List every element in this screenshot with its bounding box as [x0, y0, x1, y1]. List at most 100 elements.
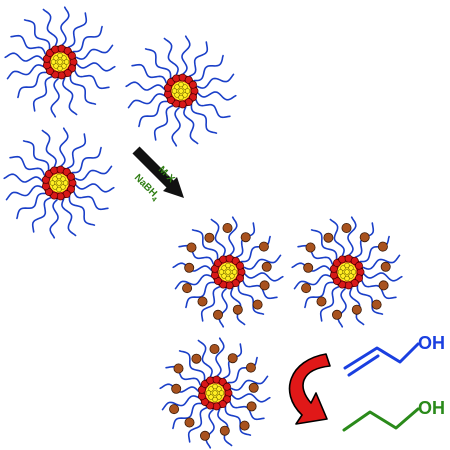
metal-nanoparticle [197, 296, 208, 307]
core-particle [225, 262, 231, 269]
shell-headgroup [50, 166, 59, 175]
metal-nanoparticle [245, 362, 256, 373]
propanol-skeleton [342, 407, 420, 432]
surfactant-tail [200, 286, 221, 322]
micelle-loaded-1 [172, 216, 284, 328]
core-particle [348, 265, 354, 271]
core-particle [231, 269, 238, 275]
metal-nanoparticle [258, 241, 269, 252]
core-particle [53, 55, 59, 61]
shell-headgroup [51, 45, 60, 54]
surfactant-tail [72, 25, 103, 53]
surfactant-tail [161, 395, 200, 411]
metal-nanoparticle [261, 261, 272, 272]
surfactant-tail [329, 218, 345, 257]
surfactant-tail [174, 274, 213, 290]
core-particle [60, 184, 66, 190]
surfactant-tail [22, 140, 50, 171]
micelle-loaded-3 [159, 337, 271, 449]
metal-nanoparticle [204, 232, 215, 243]
core-particle [61, 63, 67, 69]
surfactant-tail [16, 192, 47, 220]
allyl-skeleton [343, 342, 420, 370]
core-particle [218, 390, 225, 396]
surfactant-tail [187, 407, 208, 443]
surfactant-tail [74, 165, 113, 181]
surfactant-tail [68, 195, 96, 226]
metal-nanoparticle [359, 232, 370, 243]
core-particle [208, 386, 214, 392]
reaction-arrow: M-X NaBH4 [132, 146, 184, 204]
metal-nanoparticle [199, 430, 210, 441]
surfactant-tail [127, 93, 166, 109]
surfactant-tail [197, 339, 213, 378]
core-particle [350, 269, 357, 275]
shell-headgroup [68, 51, 76, 60]
propanol-oh-label: OH [418, 398, 445, 418]
surfactant-tail [197, 91, 237, 101]
core-particle [221, 265, 227, 271]
plain-micelles-group [3, 6, 237, 239]
curved-arrow [288, 353, 331, 425]
core-particle [340, 265, 346, 271]
core-particle [182, 92, 188, 98]
micelle-plain-2 [125, 35, 237, 147]
shell-headgroup [212, 402, 221, 411]
surfactant-tail [363, 272, 403, 282]
metal-nanoparticle [212, 309, 223, 320]
core-particle [208, 394, 214, 400]
core-particle [205, 390, 212, 396]
surfactant-tail [69, 74, 97, 105]
surfactant-tail [181, 35, 191, 75]
core-particle [212, 383, 218, 390]
metal-nanoparticle [219, 425, 230, 436]
core-particle [212, 390, 218, 396]
metal-nanoparticle [184, 262, 195, 273]
core-particle [184, 88, 191, 94]
core-particle [216, 394, 222, 400]
core-particle [56, 180, 62, 186]
surfactant-tail [9, 155, 45, 176]
metal-nanoparticle [252, 299, 263, 310]
core-particle [344, 262, 350, 269]
surfactant-tail [131, 63, 167, 84]
shell-headgroup [223, 382, 231, 391]
shell-headgroup [225, 281, 234, 290]
metal-nanoparticle [239, 420, 250, 431]
core-particle [344, 269, 350, 275]
metal-nanoparticle [378, 280, 389, 291]
surfactant-tail [74, 69, 110, 90]
surfactant-tail [224, 405, 252, 436]
surfactant-tail [337, 288, 347, 328]
surfactant-tail [293, 274, 332, 290]
metal-nanoparticle [380, 261, 391, 272]
allyl-oh-label: OH [418, 333, 445, 353]
surfactant-tail [205, 409, 215, 449]
core-particle [229, 265, 235, 271]
core-particle [182, 84, 188, 90]
core-particle [52, 184, 58, 190]
core-particle [56, 186, 62, 193]
core-particle [63, 59, 70, 65]
metal-nanoparticle [240, 232, 251, 243]
core-particle [178, 88, 184, 94]
surfactant-tail [218, 288, 228, 328]
core-particle [225, 269, 231, 275]
core-particle [56, 173, 62, 180]
surfactant-tail [163, 37, 179, 76]
metal-nanoparticle [303, 262, 314, 273]
core-particle [52, 176, 58, 182]
shell-headgroup [57, 71, 66, 80]
loaded-micelles-group [159, 216, 403, 449]
metal-nanoparticle [186, 242, 197, 253]
metal-nanoparticle [246, 401, 257, 412]
core-particle [225, 275, 231, 282]
core-particle [221, 273, 227, 279]
metal-nanoparticle [305, 242, 316, 253]
surfactant-tail [10, 34, 46, 55]
surfactant-tail [171, 107, 181, 147]
core-particle [50, 59, 57, 65]
core-particle [178, 81, 184, 88]
surfactant-tail [6, 64, 45, 80]
